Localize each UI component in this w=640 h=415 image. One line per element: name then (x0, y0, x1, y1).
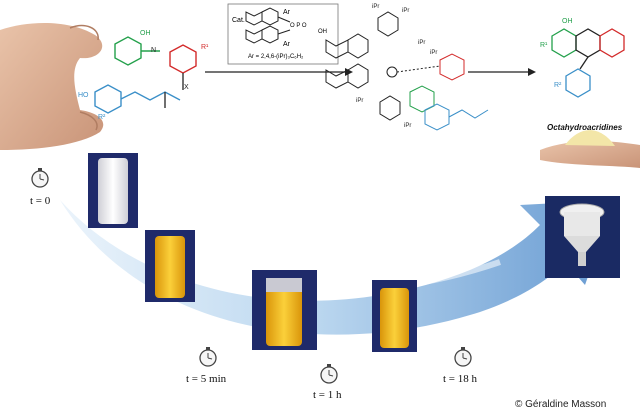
filtration-photo (545, 196, 620, 278)
ts-ipr-label: iPr (418, 40, 426, 46)
reactant-r1-label: R¹ (201, 44, 209, 51)
timer-icon (320, 364, 338, 384)
timer-icon (454, 347, 472, 367)
transition-state-structure (325, 11, 489, 131)
catalyst-structure (245, 7, 291, 44)
vial-photo-t0 (88, 153, 138, 228)
powder-hand (540, 130, 640, 168)
copyright-credit: © Géraldine Masson (515, 399, 607, 410)
catalyst-ar-label: Ar (283, 9, 290, 16)
process-arrow (60, 200, 615, 335)
reactant-r2-label: R² (98, 114, 106, 121)
catalyst-group-label: O P O (290, 23, 307, 29)
product-title: Octahydroacridines (547, 123, 623, 132)
time-label-t18h: t = 18 h (443, 373, 478, 385)
timer-icon (199, 347, 217, 367)
reactant-oh-label: OH (140, 30, 151, 37)
time-label-t0: t = 0 (30, 195, 51, 207)
reactant-structure (94, 36, 197, 114)
hand-illustration (0, 23, 104, 150)
catalyst-ar-label: Ar (283, 41, 290, 48)
ts-ipr-label: iPr (372, 4, 380, 10)
catalyst-label: Cat. (232, 17, 245, 24)
time-label-t1h: t = 1 h (313, 389, 342, 401)
reactant-x-label: X (184, 84, 189, 91)
time-label-t5min: t = 5 min (186, 373, 227, 385)
ar-definition: Ar = 2,4,6-(iPr)₃C₆H₂ (248, 54, 304, 60)
catalyst-oh-label: OH (318, 29, 327, 35)
reactant-ho-label: HO (78, 92, 89, 99)
vial-photo-t18h (372, 280, 417, 352)
product-oh-label: OH (562, 18, 573, 25)
timer-icon (31, 168, 49, 188)
ts-ipr-label: iPr (356, 98, 364, 104)
vial-photo-t1h (252, 270, 317, 350)
ts-ipr-label: iPr (402, 8, 410, 14)
product-structure (551, 28, 625, 98)
product-r2-label: R² (554, 82, 562, 89)
vial-photo-t5min (145, 230, 195, 302)
reaction-arrow-2-head (528, 68, 536, 76)
ts-ipr-label: iPr (404, 123, 412, 129)
reactant-n-label: N (151, 47, 157, 54)
ts-ipr-label: iPr (430, 50, 438, 56)
product-r1-label: R¹ (540, 42, 548, 49)
